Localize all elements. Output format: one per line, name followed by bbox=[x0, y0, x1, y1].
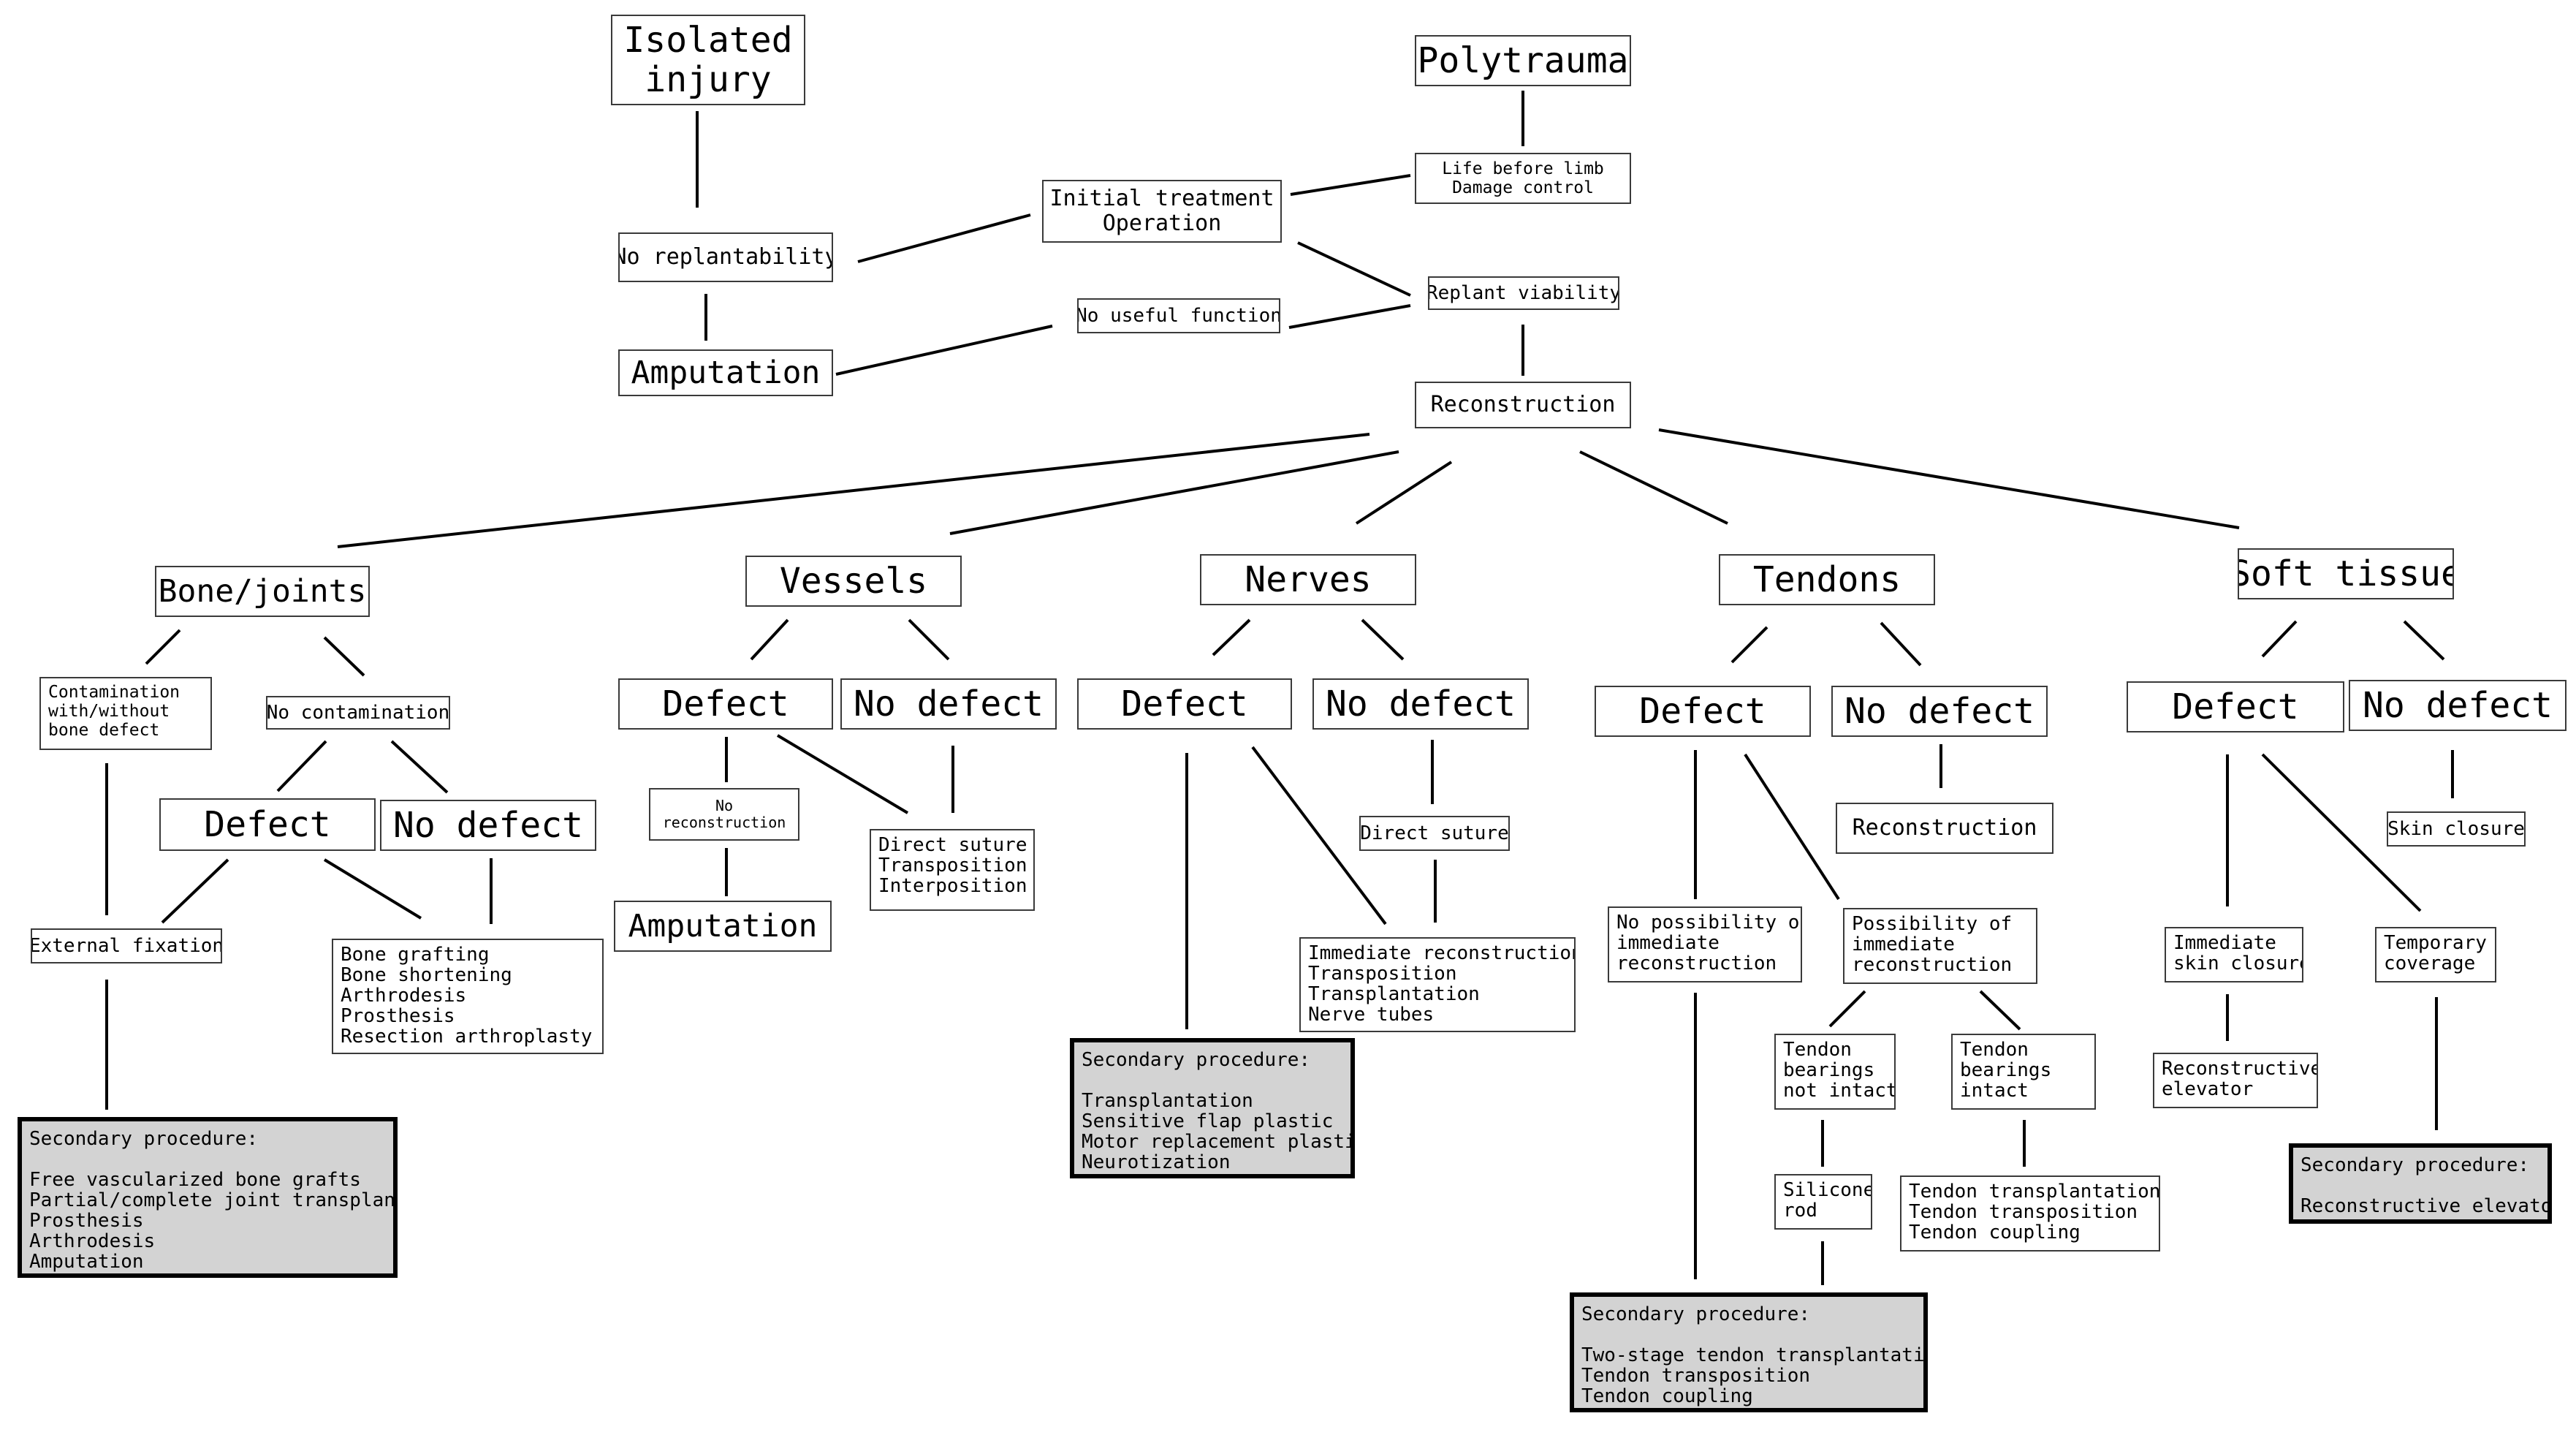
connector-line bbox=[1290, 174, 1411, 196]
connector-line bbox=[1744, 753, 1840, 901]
connector-line bbox=[2261, 620, 2298, 658]
connector-line bbox=[776, 734, 909, 814]
connector-line bbox=[323, 858, 422, 920]
reconstructive-elevator-node: Reconstructive elevator bbox=[2153, 1053, 2318, 1108]
tendons-secondary-procedure-node: Secondary procedure: Two-stage tendon tr… bbox=[1570, 1292, 1928, 1412]
connector-line bbox=[908, 618, 950, 661]
soft-tissue-defect-node: Defect bbox=[2127, 681, 2344, 732]
connector-line bbox=[1361, 618, 1405, 661]
tendons-node: Tendons bbox=[1719, 554, 1935, 605]
tendons-options-node: Tendon transplantation Tendon transposit… bbox=[1900, 1175, 2160, 1252]
immediate-skin-closure-node: Immediate skin closure bbox=[2165, 927, 2303, 982]
external-fixation-node: External fixation bbox=[31, 928, 222, 963]
connector-line bbox=[1979, 990, 2021, 1031]
bone-joints-node: Bone/joints bbox=[155, 566, 370, 617]
silicone-rod-node: Silicone rod bbox=[1774, 1174, 1872, 1230]
connector-line bbox=[2403, 620, 2445, 661]
connector-line bbox=[949, 450, 1399, 535]
replant-viability-node: Replant viability bbox=[1428, 276, 1619, 310]
nerves-no-defect-node: No defect bbox=[1312, 678, 1529, 730]
connector-line bbox=[1212, 618, 1251, 656]
possibility-node: Possibility of immediate reconstruction bbox=[1843, 908, 2037, 984]
amputation-node: Amputation bbox=[618, 349, 833, 396]
connector-line bbox=[1251, 746, 1387, 925]
nerves-direct-suture-node: Direct suture bbox=[1359, 816, 1510, 851]
nerves-secondary-procedure-node: Secondary procedure: Transplantation Sen… bbox=[1070, 1038, 1355, 1178]
vessels-no-defect-node: No defect bbox=[840, 678, 1057, 730]
skin-closure-node: Skin closure bbox=[2387, 811, 2526, 847]
vessels-options-node: Direct suture Transposition Interpositio… bbox=[870, 829, 1035, 911]
no-reconstruction-node: No reconstruction bbox=[649, 788, 799, 841]
connector-line bbox=[857, 213, 1031, 263]
connector-line bbox=[1828, 990, 1866, 1028]
connector-line bbox=[1355, 461, 1453, 525]
tendons-no-defect-node: No defect bbox=[1831, 686, 2048, 737]
vessels-node: Vessels bbox=[745, 556, 962, 607]
soft-tissue-node: Soft tissue bbox=[2238, 548, 2454, 599]
initial-treatment-node: Initial treatment Operation bbox=[1042, 180, 1282, 243]
connector-line bbox=[750, 618, 789, 661]
no-useful-function-node: No useful function bbox=[1077, 298, 1280, 333]
tendons-reconstruction-node: Reconstruction bbox=[1836, 803, 2053, 854]
connector-line bbox=[1658, 428, 2240, 529]
connector-line bbox=[337, 433, 1370, 548]
bone-defect-node: Defect bbox=[159, 798, 376, 851]
connector-line bbox=[323, 636, 365, 677]
reconstruction-node: Reconstruction bbox=[1415, 382, 1631, 428]
nerves-immediate-node: Immediate reconstruction: Transposition … bbox=[1299, 937, 1576, 1032]
tendon-bearings-intact-node: Tendon bearings intact bbox=[1951, 1034, 2096, 1110]
soft-tissue-secondary-procedure-node: Secondary procedure: Reconstructive elev… bbox=[2289, 1143, 2552, 1224]
no-possibility-node: No possibility of immediate reconstructi… bbox=[1608, 906, 1802, 982]
nerves-defect-node: Defect bbox=[1077, 678, 1292, 730]
polytrauma-node: Polytrauma bbox=[1415, 35, 1631, 86]
connector-line bbox=[1880, 621, 1922, 667]
connector-line bbox=[1579, 450, 1728, 525]
contamination-node: Contamination with/without bone defect bbox=[39, 677, 212, 750]
connector-line bbox=[1288, 304, 1411, 329]
connector-line bbox=[1297, 241, 1411, 297]
bone-options-node: Bone grafting Bone shortening Arthrodesi… bbox=[332, 939, 604, 1054]
tendon-bearings-not-intact-node: Tendon bearings not intact bbox=[1774, 1034, 1896, 1110]
temporary-coverage-node: Temporary coverage bbox=[2375, 927, 2496, 982]
connector-line bbox=[2261, 753, 2422, 912]
no-replantability-node: No replantability bbox=[618, 232, 833, 282]
connector-line bbox=[145, 629, 181, 665]
connector-line bbox=[835, 325, 1053, 376]
bone-no-defect-node: No defect bbox=[380, 800, 596, 851]
vessels-amputation-node: Amputation bbox=[614, 901, 832, 952]
no-contamination-node: No contamination bbox=[266, 696, 450, 730]
tendons-defect-node: Defect bbox=[1595, 686, 1811, 737]
connector-line bbox=[276, 740, 327, 792]
bone-secondary-procedure-node: Secondary procedure: Free vascularized b… bbox=[18, 1117, 398, 1278]
soft-tissue-no-defect-node: No defect bbox=[2349, 680, 2566, 731]
connector-line bbox=[161, 858, 229, 924]
isolated-injury-node: Isolated injury bbox=[611, 15, 805, 105]
connector-line bbox=[1730, 626, 1768, 664]
life-before-limb-node: Life before limb Damage control bbox=[1415, 153, 1631, 204]
connector-line bbox=[390, 740, 449, 794]
vessels-defect-node: Defect bbox=[618, 678, 833, 730]
nerves-node: Nerves bbox=[1200, 554, 1416, 605]
